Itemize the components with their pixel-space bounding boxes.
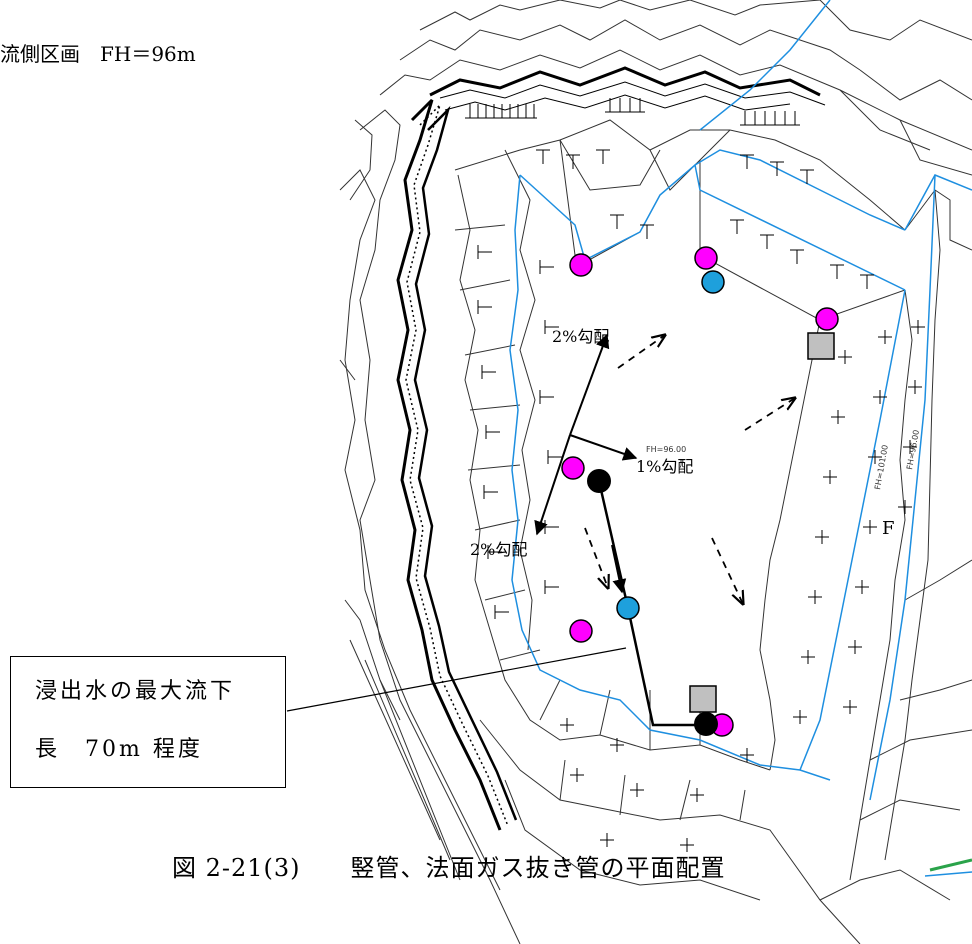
drain-node: [694, 712, 718, 736]
vertical-pipes: [616, 270, 725, 620]
structure-square: [689, 685, 717, 713]
ridge-ticks: [465, 98, 800, 126]
slope-arrow-upper: [569, 333, 610, 436]
outer-contours: [339, 0, 972, 944]
figure-caption: 図 2-21(3) 竪管、法面ガス抜き管の平面配置: [172, 854, 726, 882]
embankment-band: [396, 66, 826, 831]
letter-f: F: [882, 518, 895, 539]
blue-short-line: [924, 871, 972, 877]
gas-vent-pipe: [694, 246, 718, 270]
gas-vent-pipe: [569, 619, 593, 643]
structure-square: [807, 332, 835, 360]
slope-arrow-lower: [534, 434, 571, 536]
slope-arrow-center: [569, 434, 638, 461]
gas-vent-pipes: [561, 246, 839, 737]
fh-label-center: FH=96.00: [646, 445, 686, 454]
callout-text-line1: 浸出水の最大流下: [35, 679, 236, 704]
slope-label-lower: 2%勾配: [470, 540, 527, 559]
boundary-lines: [509, 0, 972, 801]
callout-leader: [286, 647, 627, 712]
vertical-pipe: [701, 270, 725, 294]
gas-vent-pipe: [815, 307, 839, 331]
flow-arrow: [584, 527, 608, 588]
flow-arrow: [711, 537, 743, 604]
fh-label-right-1: FH=101.00: [873, 444, 890, 490]
slope-label-upper: 2%勾配: [552, 327, 609, 346]
flow-arrow: [744, 398, 795, 431]
callout-box: 浸出水の最大流下 長 70m 程度: [10, 656, 286, 788]
drain-nodes: [587, 469, 718, 736]
drain-node: [587, 469, 611, 493]
green-line: [929, 858, 972, 872]
slope-label-center: 1%勾配: [636, 457, 693, 476]
vertical-pipe: [616, 596, 640, 620]
flow-arrow: [617, 335, 665, 369]
flow-arrows: [584, 335, 795, 604]
gas-vent-pipe: [569, 253, 593, 277]
page-heading: 流側区画 FH＝96m: [0, 42, 196, 66]
gas-vent-pipe: [561, 456, 585, 480]
drain-pipe-line: [597, 480, 706, 727]
callout-text-line2: 長 70m 程度: [35, 737, 203, 762]
drain-flow-arrow: [611, 544, 627, 594]
